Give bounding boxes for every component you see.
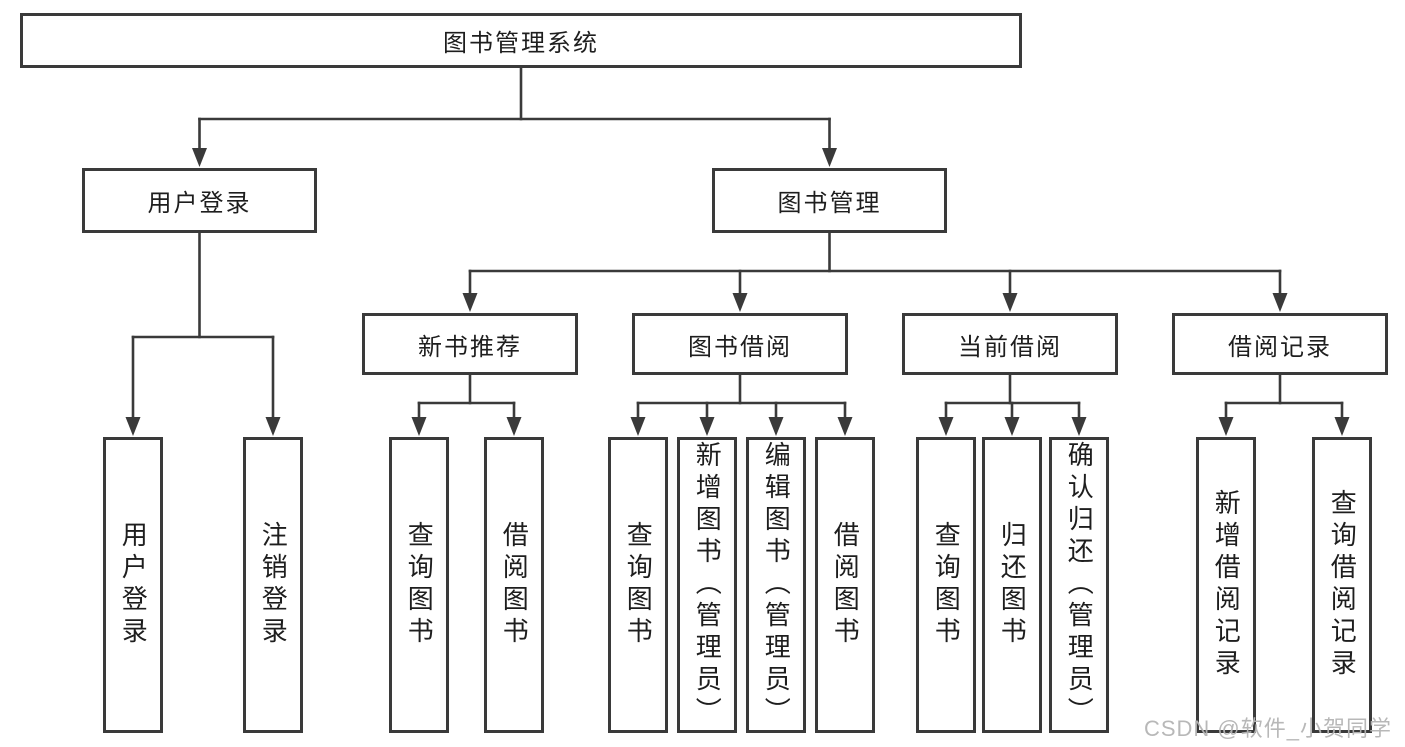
node-edit-books-admin: 编辑图书（管理员）: [746, 437, 806, 733]
node-confirm-return-admin: 确认归还（管理员）: [1049, 437, 1109, 733]
node-query-books-current: 查询图书: [916, 437, 976, 733]
node-add-borrow-record: 新增借阅记录: [1196, 437, 1256, 733]
node-add-books-admin: 新增图书（管理员）: [677, 437, 737, 733]
node-borrowing-records: 借阅记录: [1172, 313, 1388, 375]
node-new-book-recommend: 新书推荐: [362, 313, 578, 375]
node-query-books-borrow: 查询图书: [608, 437, 668, 733]
node-book-management: 图书管理: [712, 168, 947, 233]
node-root: 图书管理系统: [20, 13, 1022, 68]
node-query-borrow-record: 查询借阅记录: [1312, 437, 1372, 733]
node-return-books: 归还图书: [982, 437, 1042, 733]
node-logout: 注销登录: [243, 437, 303, 733]
node-borrow-books: 借阅图书: [815, 437, 875, 733]
node-borrow-books-recommend: 借阅图书: [484, 437, 544, 733]
watermark-text: CSDN @软件_小贺同学: [1143, 716, 1392, 741]
node-current-borrowing: 当前借阅: [902, 313, 1118, 375]
node-user-login-module: 用户登录: [82, 168, 317, 233]
node-book-borrowing: 图书借阅: [632, 313, 848, 375]
node-query-books-recommend: 查询图书: [389, 437, 449, 733]
node-user-login: 用户登录: [103, 437, 163, 733]
